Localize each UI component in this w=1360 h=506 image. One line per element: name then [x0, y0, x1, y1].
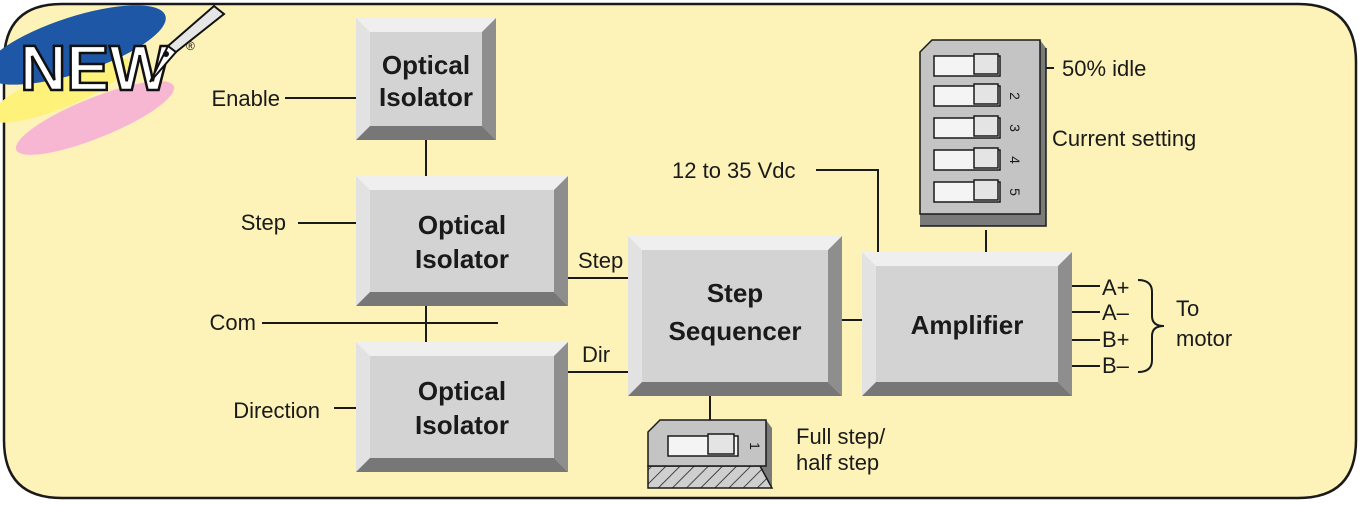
- dip-switch-slot: [933, 53, 1001, 77]
- dip-number: 5: [1007, 188, 1023, 196]
- step-mode-label-line1: Full step/: [796, 424, 886, 449]
- dip-number: 2: [1007, 92, 1023, 100]
- direction-label: Direction: [233, 398, 320, 423]
- step-signal-label: Step: [578, 248, 623, 273]
- optical-isolator-direction: Optical Isolator: [356, 342, 568, 472]
- dip-number: 1: [747, 442, 763, 450]
- current-setting-dip-switch: 2 3 4 5: [919, 39, 1047, 227]
- amplifier-title: Amplifier: [911, 310, 1024, 340]
- isolator-title-line2: Isolator: [379, 82, 473, 112]
- amplifier-block: Amplifier: [862, 252, 1072, 396]
- pen-icon: [149, 4, 226, 83]
- supply-voltage-label: 12 to 35 Vdc: [672, 158, 796, 183]
- new-badge-text: NEW: [20, 32, 171, 104]
- isolator-title-line1: Optical: [382, 50, 470, 80]
- sequencer-title-line1: Step: [707, 278, 763, 308]
- dip-number: 3: [1007, 124, 1023, 132]
- isolator-title-line1: Optical: [418, 210, 506, 240]
- current-setting-label: Current setting: [1052, 126, 1196, 151]
- optical-isolator-enable: Optical Isolator: [356, 18, 496, 140]
- to-motor-label-line2: motor: [1176, 326, 1232, 351]
- step-mode-label-line2: half step: [796, 450, 879, 475]
- output-pin-label: B–: [1102, 353, 1130, 378]
- optical-isolator-step: Optical Isolator: [356, 176, 568, 306]
- dir-signal-label: Dir: [582, 342, 610, 367]
- step-mode-dip-switch: 1: [647, 419, 774, 489]
- registered-mark: ®: [186, 39, 195, 53]
- dip-switch-slot: 2: [933, 83, 1023, 107]
- idle-label: 50% idle: [1062, 56, 1146, 81]
- sequencer-title-line2: Sequencer: [669, 316, 802, 346]
- isolator-title-line1: Optical: [418, 376, 506, 406]
- dip-switch-slot: 3: [933, 115, 1023, 139]
- output-pin-label: B+: [1102, 327, 1130, 352]
- dip-switch-slot: 4: [933, 147, 1023, 171]
- isolator-title-line2: Isolator: [415, 410, 509, 440]
- com-label: Com: [210, 310, 256, 335]
- step-input-label: Step: [241, 210, 286, 235]
- to-motor-label-line1: To: [1176, 296, 1199, 321]
- new-badge-logo: NEW ®: [0, 4, 226, 155]
- output-pin-label: A–: [1102, 300, 1130, 325]
- dip-number: 4: [1007, 156, 1023, 164]
- enable-label: Enable: [211, 86, 280, 111]
- isolator-title-line2: Isolator: [415, 244, 509, 274]
- step-sequencer-block: Step Sequencer: [628, 236, 842, 396]
- dip-switch-slot: 5: [933, 179, 1023, 203]
- output-pin-label: A+: [1102, 275, 1130, 300]
